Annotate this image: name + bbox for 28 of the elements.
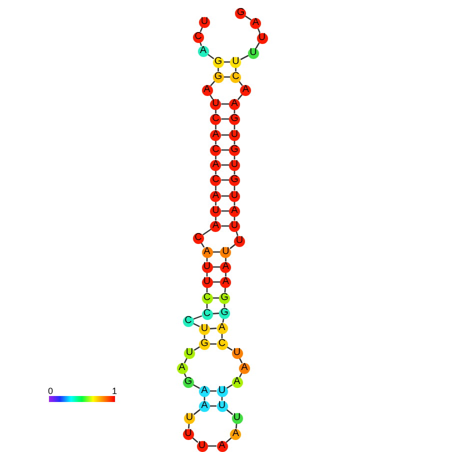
backbone-line <box>255 42 260 49</box>
backbone-line <box>188 423 190 429</box>
backbone-line <box>244 16 252 20</box>
backbone-line <box>207 54 214 60</box>
backbone-line <box>218 68 219 72</box>
backbone-line <box>257 28 260 34</box>
backbone-line <box>225 272 226 276</box>
backbone-line <box>236 423 238 429</box>
backbone-line <box>210 80 216 86</box>
backbone-line <box>225 258 226 262</box>
backbone-line <box>215 156 216 160</box>
scale-tick-label: 0 <box>48 387 54 396</box>
backbone-line <box>236 231 238 236</box>
backbone-line <box>235 68 236 72</box>
backbone-line <box>193 315 202 320</box>
backbone-line <box>240 54 249 60</box>
backbone-line <box>215 216 216 220</box>
scale-tick-label: 1 <box>112 387 118 396</box>
backbone-line <box>202 228 212 236</box>
backbone-line <box>192 322 200 328</box>
backbone-line <box>215 170 216 174</box>
backbone-line <box>215 202 216 206</box>
backbone-line <box>215 124 216 130</box>
base-pair-line <box>210 328 217 330</box>
backbone-line <box>215 186 216 190</box>
backbone-line <box>215 140 216 144</box>
backbone-line <box>192 384 200 389</box>
backbone-line <box>215 110 216 114</box>
